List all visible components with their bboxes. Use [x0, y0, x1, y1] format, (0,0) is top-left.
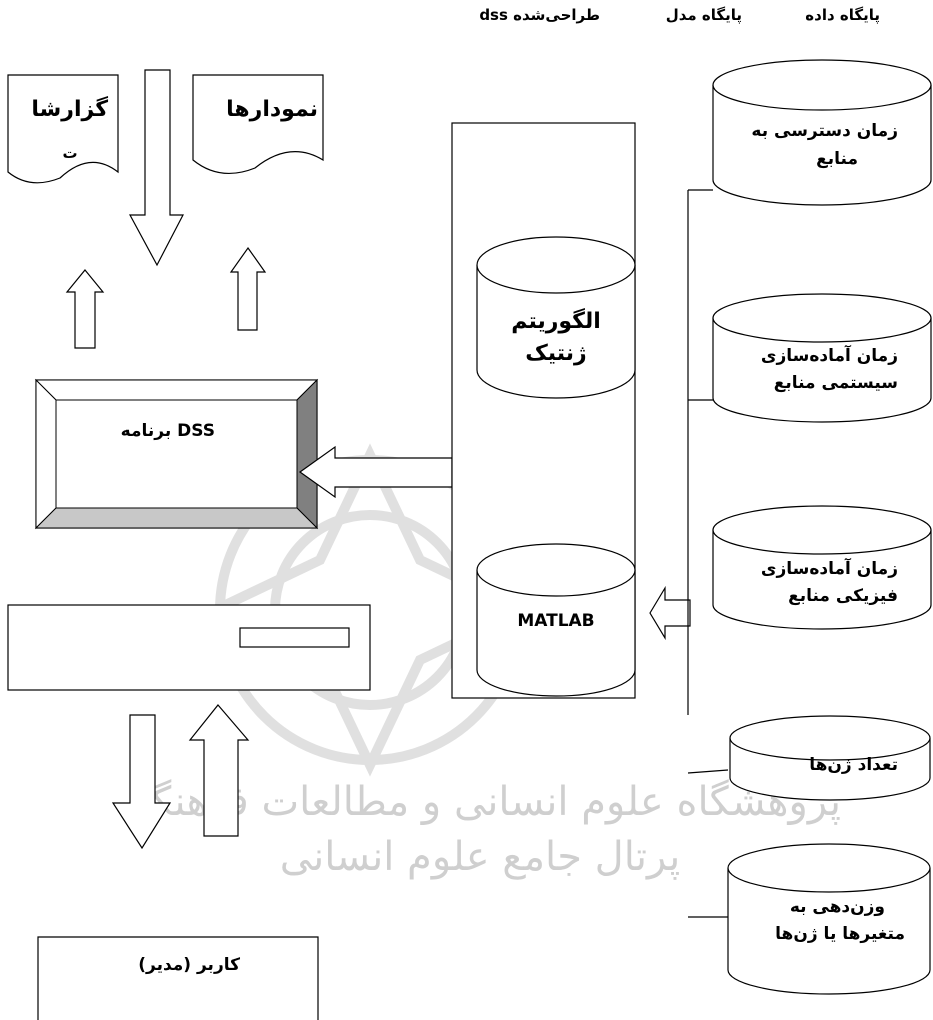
- header-database-label: پایگاه داده: [805, 6, 880, 25]
- database-item-1-cylinder: [712, 59, 932, 206]
- database-item-5-label-1: وزن‌دهی به: [790, 897, 885, 917]
- database-item-1-label-2: منابع: [816, 149, 858, 169]
- charts-document-shape: [192, 74, 324, 174]
- database-item-4-label: تعداد ژن‌ها: [809, 755, 898, 775]
- connector-to-item-4: [687, 769, 729, 774]
- database-item-1-label-1: زمان دسترسی به: [751, 121, 898, 141]
- database-item-2-cylinder: [712, 293, 932, 423]
- up-arrow-to-charts: [229, 246, 267, 331]
- arrow-database-to-model: [649, 585, 691, 641]
- user-box: [37, 936, 319, 1020]
- database-item-2-label-1: زمان آماده‌سازی: [761, 344, 898, 366]
- dss-program-label: برنامه DSS: [121, 421, 215, 441]
- header-designed-dss-label: dss طراحی‌شده: [479, 6, 600, 24]
- database-item-4-cylinder: [729, 715, 931, 801]
- up-arrow-to-reports: [65, 269, 105, 349]
- reports-document-shape: [7, 74, 119, 184]
- database-item-3-cylinder: [712, 505, 932, 630]
- up-arrow-from-user: [188, 704, 250, 837]
- down-arrow-to-user: [111, 714, 172, 850]
- matlab-label: MATLAB: [517, 611, 594, 631]
- user-label: کاربر (مدیر): [138, 955, 240, 975]
- arrow-model-to-dss: [298, 445, 453, 499]
- database-item-5-label-2: متغیرها یا ژن‌ها: [775, 924, 905, 944]
- header-model-base-label: پایگاه مدل: [666, 6, 742, 25]
- database-item-2-label-2: سیستمی منابع: [774, 373, 898, 393]
- database-item-3-label-1: زمان آماده‌سازی: [761, 557, 898, 579]
- down-arrow-top: [128, 69, 184, 267]
- dss-program-box: [34, 378, 319, 530]
- charts-label: نمودارها: [226, 97, 318, 122]
- genetic-algorithm-cylinder: [476, 236, 636, 399]
- database-item-5-cylinder: [727, 843, 931, 995]
- watermark-line-2: پرتال جامع علوم انسانی: [280, 834, 681, 880]
- genetic-algorithm-label-1: الگوریتم: [511, 307, 601, 334]
- database-item-3-label-2: فیزیکی منابع: [788, 586, 898, 606]
- reports-label: گزارشا: [31, 95, 108, 122]
- matlab-cylinder: [476, 543, 636, 697]
- genetic-algorithm-label-2: ژنتیک: [525, 341, 586, 366]
- watermark-line-1: پژوهشگاه علوم انسانی و مطالعات فرهنگی: [119, 779, 841, 825]
- reports-label-tail: ت: [62, 144, 77, 162]
- terminal-slot: [239, 627, 350, 648]
